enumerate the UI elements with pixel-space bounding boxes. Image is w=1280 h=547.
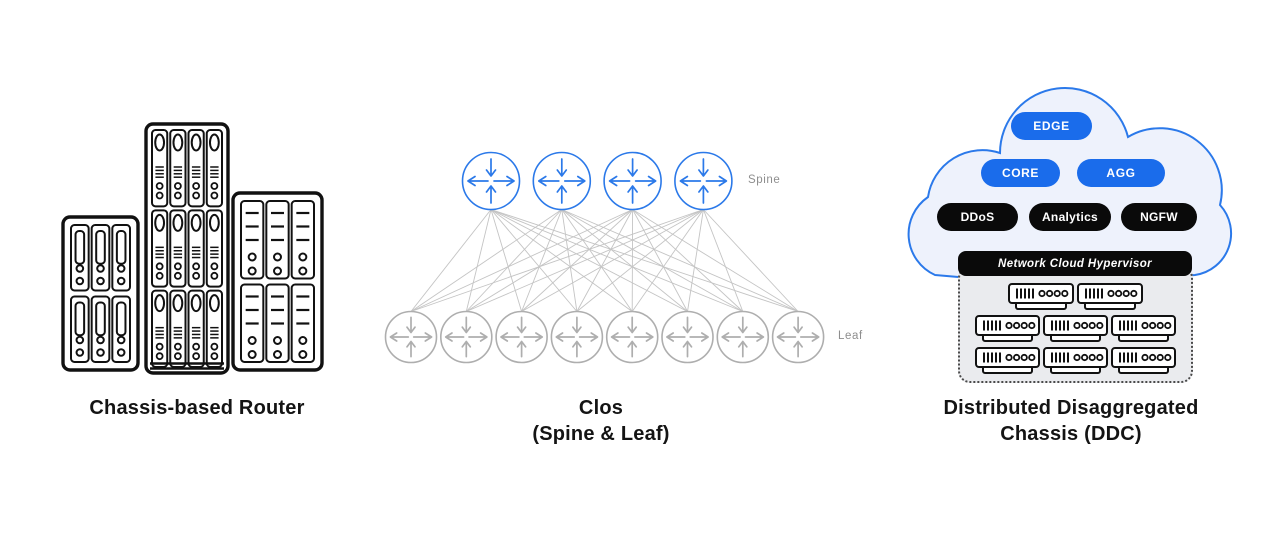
pill-analytics-label: Analytics <box>1041 210 1099 224</box>
pill-core: CORE <box>981 159 1060 187</box>
leaf-node-icon <box>771 310 825 364</box>
leaf-node-icon <box>384 310 438 364</box>
chassis-icon-middle-chassis <box>144 122 230 375</box>
pill-agg: AGG <box>1077 159 1165 187</box>
chassis-title: Chassis-based Router <box>47 395 347 421</box>
chassis-icon-left-chassis <box>61 215 140 372</box>
leaf-node-icon <box>716 310 770 364</box>
pill-edge-label: EDGE <box>1033 119 1070 133</box>
server-icon <box>975 315 1040 342</box>
server-icon <box>1077 283 1143 310</box>
spine-node-icon <box>674 151 733 211</box>
cloud-outline <box>907 87 1233 282</box>
clos-title-line2: (Spine & Leaf) <box>532 423 670 445</box>
ddc-title-line2: Chassis (DDC) <box>1000 423 1142 445</box>
pill-core-label: CORE <box>1001 166 1040 180</box>
leaf-node-icon <box>495 310 548 364</box>
spine-leaf-links <box>410 209 799 312</box>
leaf-node-icon <box>439 310 493 364</box>
leaf-node-icon <box>661 310 714 364</box>
leaf-node-icon <box>550 310 604 364</box>
hypervisor-bar: Network Cloud Hypervisor <box>958 251 1192 276</box>
hypervisor-label: Network Cloud Hypervisor <box>997 257 1153 270</box>
spine-node-icon <box>532 151 592 211</box>
server-icon <box>1111 315 1176 342</box>
pill-ngfw-label: NGFW <box>1140 210 1178 224</box>
server-icon <box>1043 347 1108 374</box>
leaf-label: Leaf <box>838 330 863 342</box>
leaf-node-icon <box>605 310 659 364</box>
pill-ddos: DDoS <box>937 203 1018 231</box>
server-icon <box>1043 315 1108 342</box>
pill-edge: EDGE <box>1011 112 1092 140</box>
chassis-title-text: Chassis-based Router <box>89 397 305 419</box>
server-icon <box>1008 283 1074 310</box>
pill-analytics: Analytics <box>1029 203 1111 231</box>
cloud-icon <box>907 87 1233 282</box>
spine-label: Spine <box>748 174 781 186</box>
chassis-icon-right-chassis <box>231 191 324 372</box>
clos-title: Clos (Spine & Leaf) <box>451 395 751 447</box>
ddc-title: Distributed Disaggregated Chassis (DDC) <box>920 395 1222 447</box>
spine-node-icon <box>603 151 662 211</box>
server-icon <box>975 347 1040 374</box>
pill-ngfw: NGFW <box>1121 203 1197 231</box>
clos-title-line1: Clos <box>578 397 624 419</box>
ddc-title-line1: Distributed Disaggregated <box>943 397 1199 419</box>
spine-node-icon <box>461 151 521 211</box>
server-icon <box>1111 347 1176 374</box>
pill-agg-label: AGG <box>1106 166 1136 180</box>
pill-ddos-label: DDoS <box>960 210 995 224</box>
